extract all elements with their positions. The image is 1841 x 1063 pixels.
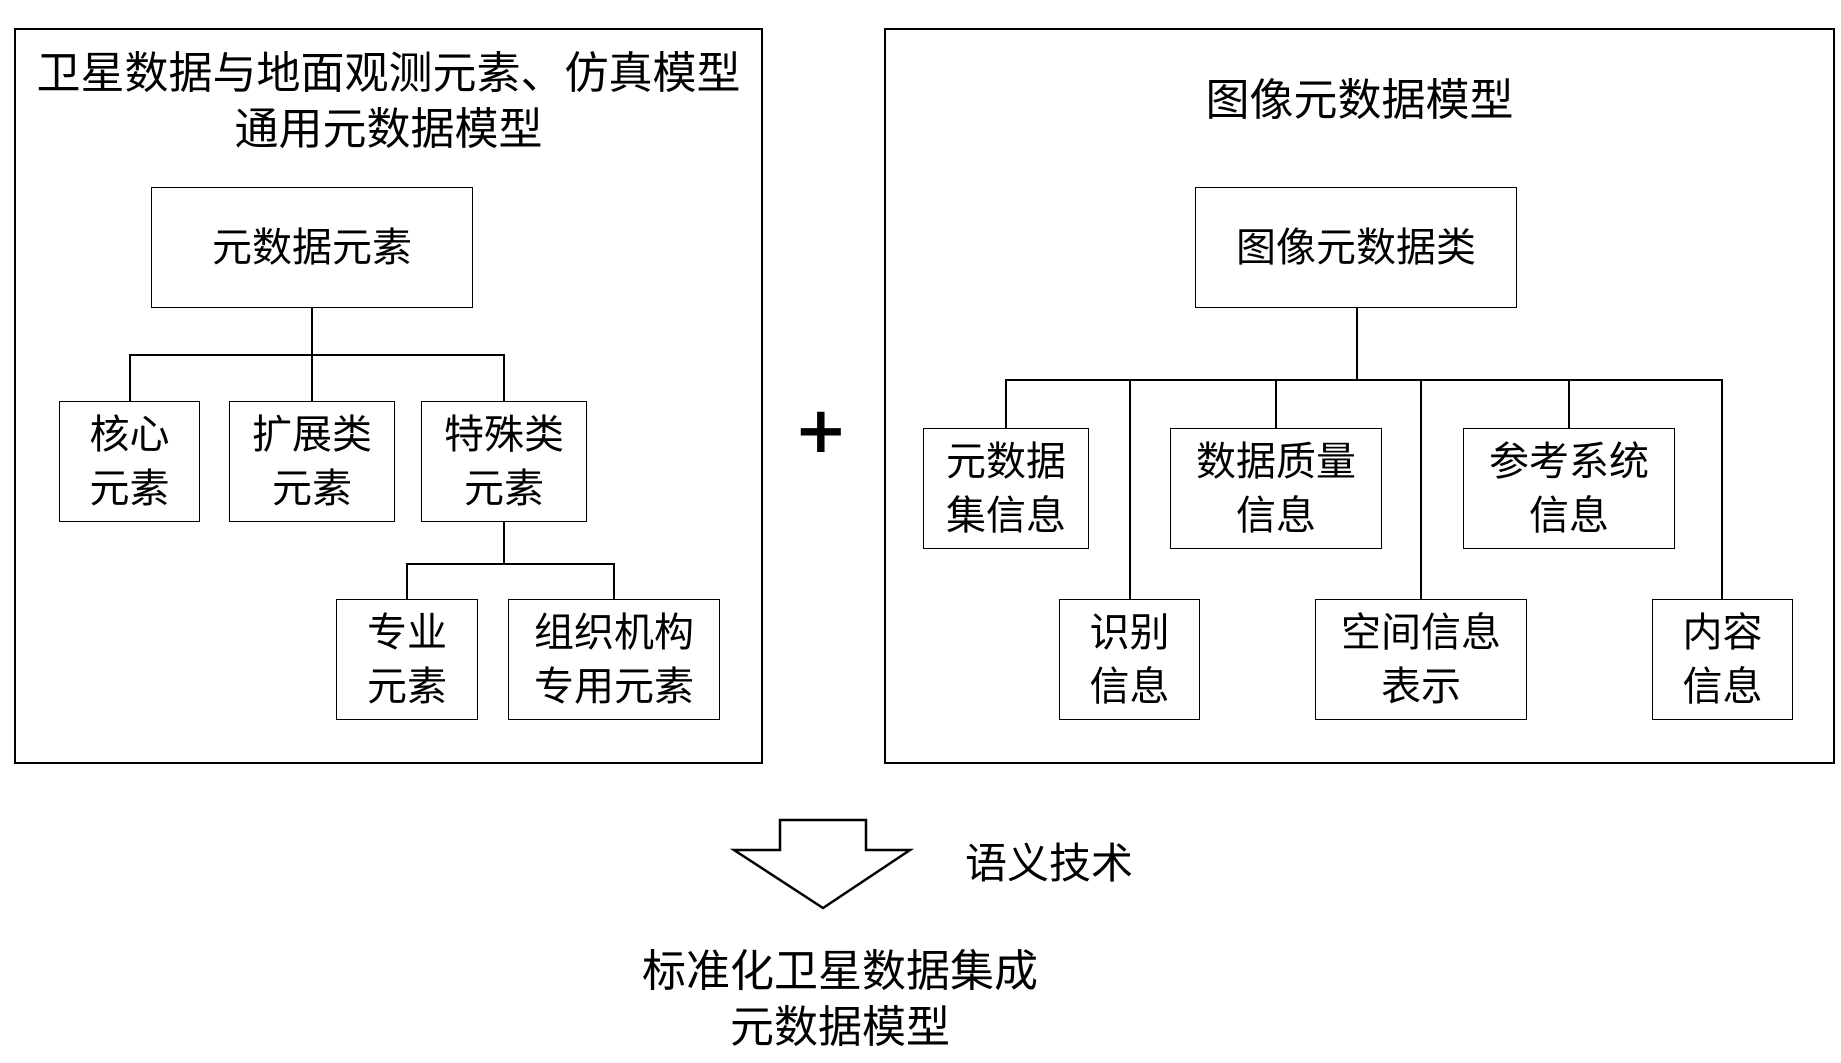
connector <box>1420 379 1422 599</box>
connector <box>503 354 505 401</box>
core-element-node: 核心元素 <box>59 401 200 522</box>
dataset-info-node: 元数据集信息 <box>923 428 1089 549</box>
spatial-representation-node: 空间信息表示 <box>1315 599 1527 720</box>
connector <box>1568 379 1570 428</box>
identification-info-node: 识别信息 <box>1059 599 1200 720</box>
professional-element-node: 专业元素 <box>336 599 478 720</box>
left-panel-title: 卫星数据与地面观测元素、仿真模型 通用元数据模型 <box>14 46 763 158</box>
extension-element-node: 扩展类元素 <box>229 401 395 522</box>
reference-system-info-node: 参考系统信息 <box>1463 428 1675 549</box>
right-panel-title: 图像元数据模型 <box>1205 75 1514 126</box>
data-quality-info-node: 数据质量信息 <box>1170 428 1382 549</box>
result-line2: 元数据模型 <box>730 1002 950 1053</box>
left-title-line1: 卫星数据与地面观测元素、仿真模型 <box>36 48 741 99</box>
image-metadata-class-node: 图像元数据类 <box>1195 187 1517 308</box>
connector <box>406 563 615 565</box>
content-info-node: 内容信息 <box>1652 599 1793 720</box>
organization-element-node: 组织机构专用元素 <box>508 599 720 720</box>
connector <box>1005 379 1723 381</box>
special-element-node: 特殊类元素 <box>421 401 587 522</box>
connector <box>311 308 313 355</box>
semantic-technology-label: 语义技术 <box>965 839 1134 888</box>
connector <box>1005 379 1007 428</box>
connector <box>613 563 615 599</box>
connector <box>406 563 408 599</box>
connector <box>311 354 313 401</box>
plus-sign: + <box>794 394 848 468</box>
connector <box>503 522 505 564</box>
connector <box>1275 379 1277 428</box>
connector <box>1721 379 1723 599</box>
connector <box>1356 308 1358 380</box>
connector <box>129 354 131 401</box>
connector <box>129 354 505 356</box>
down-arrow-icon <box>730 818 914 910</box>
metadata-element-node: 元数据元素 <box>151 187 473 308</box>
connector <box>1129 379 1131 599</box>
left-title-line2: 通用元数据模型 <box>234 104 543 155</box>
result-title: 标准化卫星数据集成 元数据模型 <box>540 944 1140 1056</box>
result-line1: 标准化卫星数据集成 <box>642 946 1038 997</box>
